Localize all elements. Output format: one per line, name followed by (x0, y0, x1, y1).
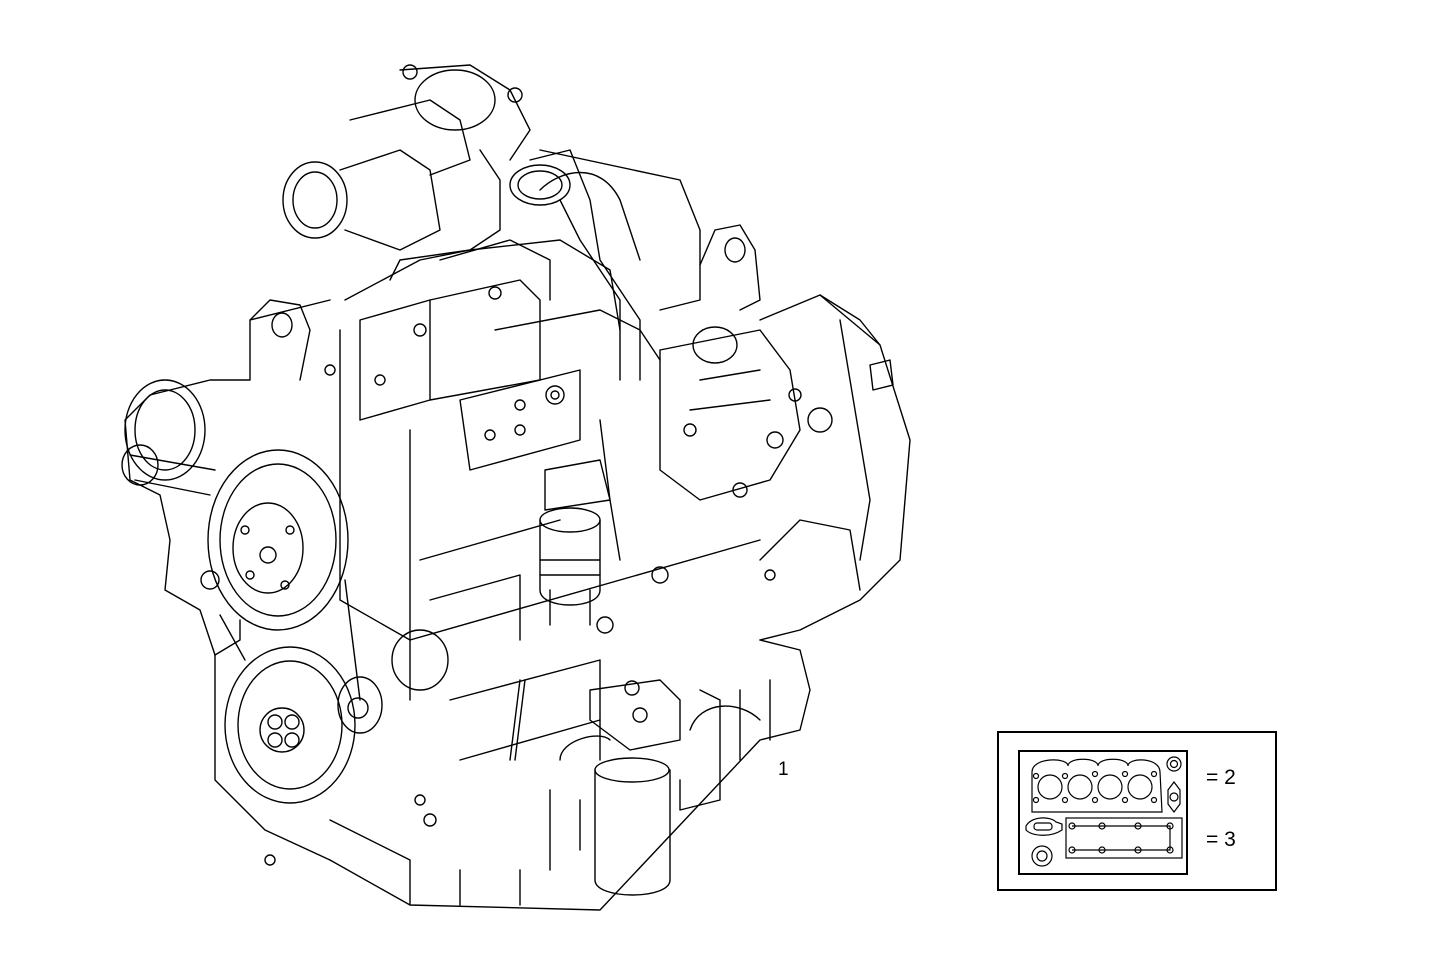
gasket-kit-illustration-frame (1018, 750, 1188, 875)
legend-label-2: = 2 (1206, 766, 1236, 789)
gasket-kit-legend: = 2 = 3 (997, 731, 1277, 891)
callout-1-label: 1 (778, 759, 789, 780)
legend-label-3: = 3 (1206, 828, 1236, 851)
gasket-kit-icon (1025, 756, 1183, 867)
